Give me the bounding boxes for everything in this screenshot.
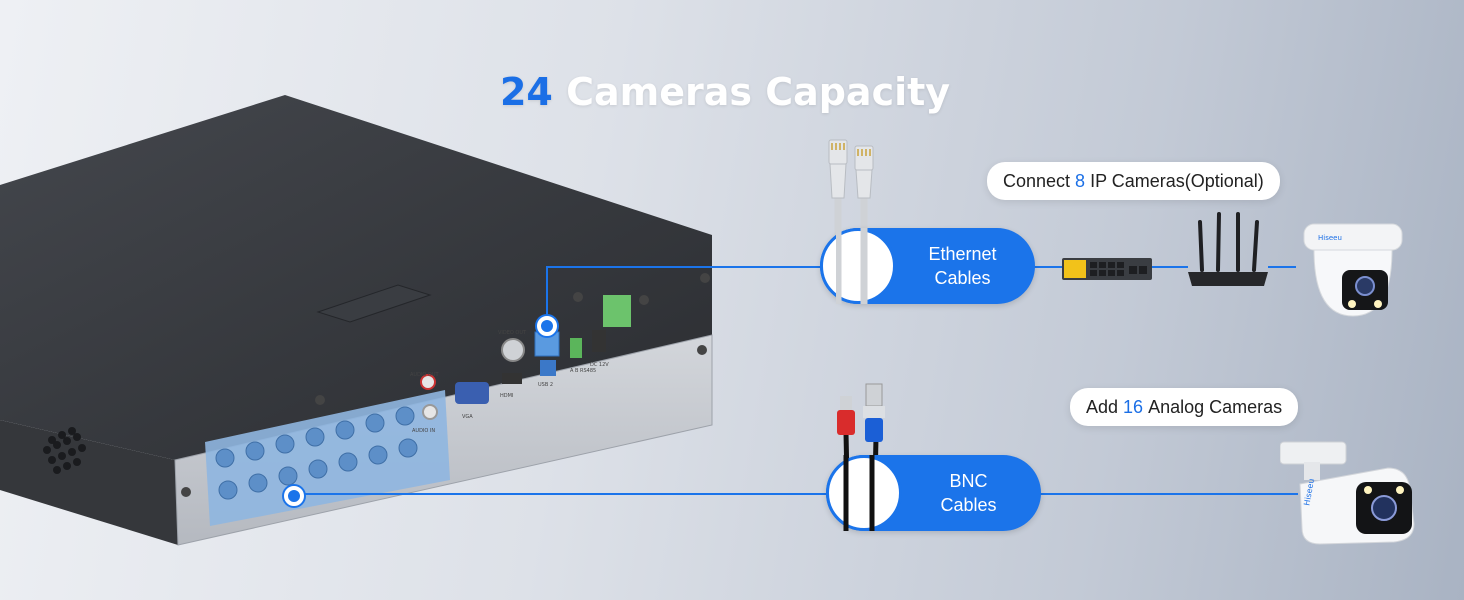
vga-port: [455, 382, 489, 404]
title-count: 24: [499, 70, 553, 114]
ethernet-label-line2: Cables: [934, 268, 991, 288]
label-audio-out: AUDIO OUT: [410, 372, 440, 378]
ip-callout-before: Connect: [1003, 170, 1071, 191]
audio-in-port: [422, 404, 438, 420]
ip-connector-line-3: [1268, 266, 1296, 268]
analog-connector-line: [1040, 493, 1298, 495]
nvr-recorder: VIDEO OUT AUDIO OUT AUDIO IN VGA HDMI US…: [0, 95, 713, 546]
ip-cameras-callout: Connect 8 IP Cameras(Optional): [987, 162, 1280, 200]
label-audio-in: AUDIO IN: [412, 428, 435, 434]
rs485-terminal: [570, 338, 582, 358]
audio-out-port: [420, 374, 436, 390]
bnc-label-line1: BNC: [949, 471, 988, 491]
nvr-top-cover: [0, 95, 712, 460]
bnc-label-line2: Cables: [940, 495, 997, 515]
dome-camera-brand: Hiseeu: [1318, 234, 1342, 242]
label-usb: USB 2: [538, 382, 553, 388]
video-out-port: [501, 338, 525, 362]
fan-vent-icon: [43, 427, 86, 474]
usb-port: [540, 360, 556, 376]
ip-connector-line-2: [1152, 266, 1188, 268]
ethernet-port: [534, 331, 560, 357]
bnc-port-marker: [284, 486, 304, 506]
router-icon: [1188, 212, 1268, 286]
label-dc: DC 12V: [590, 362, 609, 368]
label-hdmi: HDMI: [500, 393, 513, 399]
bnc-connector-line: [293, 493, 838, 495]
label-rs485: A B RS485: [570, 368, 596, 374]
ethernet-port-marker: [537, 316, 557, 336]
bnc-port-array: [205, 390, 450, 526]
bnc-cables-badge: BNC Cables: [826, 455, 1041, 531]
ethernet-connector-vertical: [546, 267, 548, 327]
analog-cameras-callout: Add 16 Analog Cameras: [1070, 388, 1299, 426]
ip-callout-after: IP Cameras(Optional): [1090, 170, 1264, 191]
alarm-terminal: [603, 295, 631, 327]
ethernet-connector-line: [546, 266, 836, 268]
analog-bullet-camera-icon: Hiseeu: [1280, 441, 1415, 545]
analog-callout-before: Add: [1086, 396, 1119, 417]
analog-callout-after: Analog Cameras: [1148, 396, 1283, 417]
dc-power-port: [592, 330, 606, 352]
poe-switch-icon: [1062, 258, 1152, 280]
ip-callout-count: 8: [1075, 170, 1086, 191]
title-text: Cameras Capacity: [566, 70, 951, 114]
hdmi-port: [502, 373, 522, 384]
ip-connector-line-1: [1033, 266, 1063, 268]
ethernet-label-line1: Ethernet: [928, 244, 997, 264]
label-video-out: VIDEO OUT: [498, 330, 527, 336]
ethernet-cables-badge: Ethernet Cables: [820, 228, 1035, 304]
label-vga: VGA: [462, 414, 473, 420]
bnc-cable-through-icon: [843, 455, 875, 531]
ip-dome-camera-icon: Hiseeu: [1303, 223, 1403, 317]
analog-callout-count: 16: [1123, 396, 1144, 417]
ethernet-cable-through-icon: [836, 228, 868, 304]
page-title: 24 Cameras Capacity: [0, 70, 1450, 114]
